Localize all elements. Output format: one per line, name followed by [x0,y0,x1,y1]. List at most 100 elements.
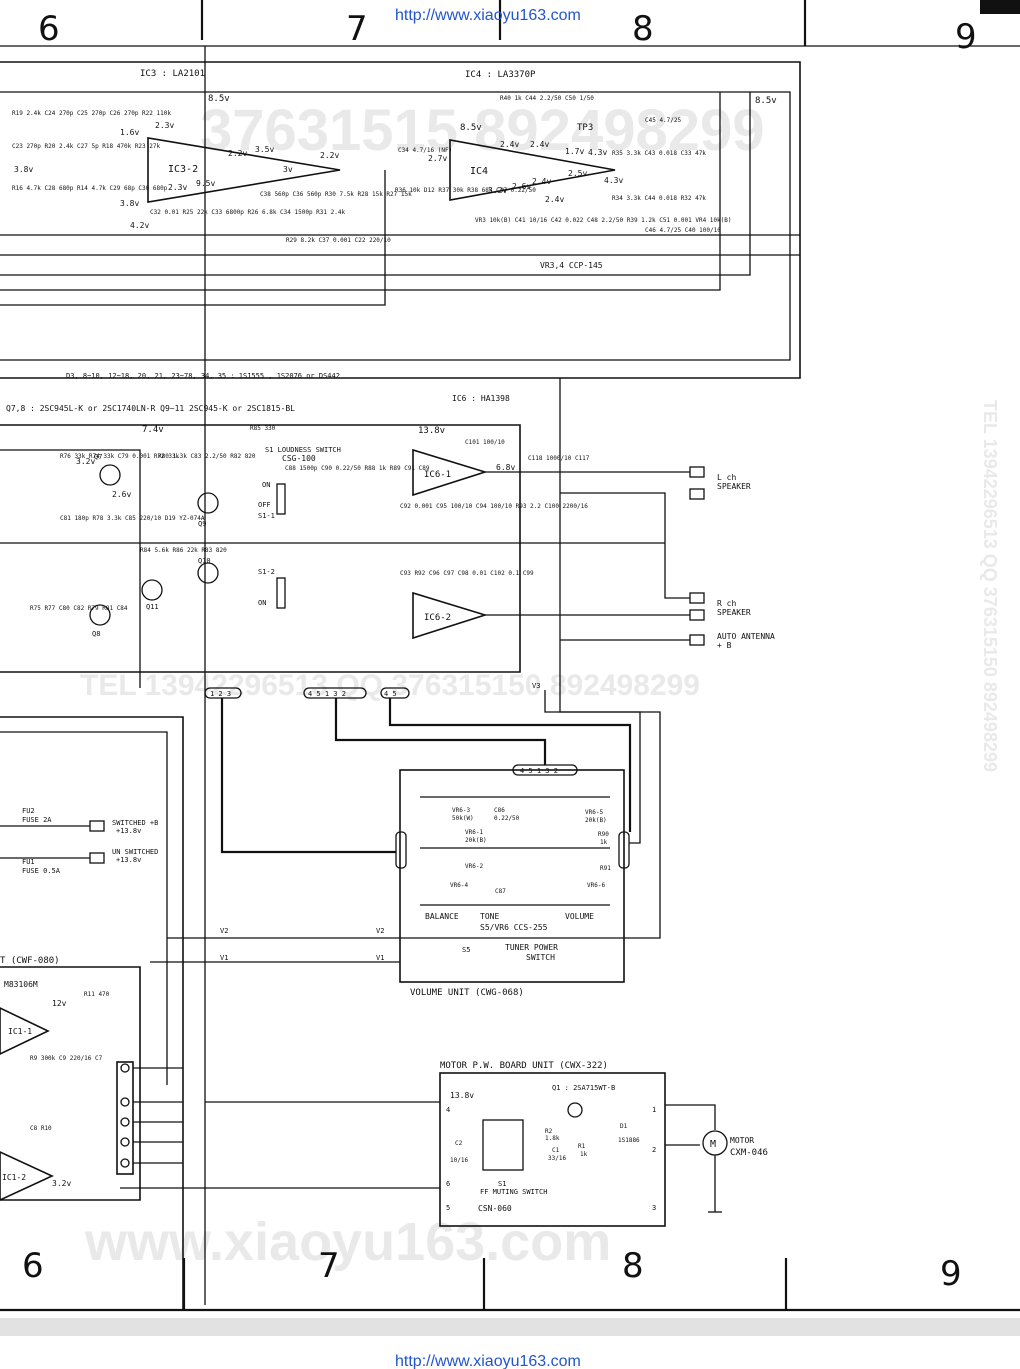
part-labels: Q11 [146,603,159,611]
corner-mark [980,0,1020,14]
part-labels: R90 [598,831,609,838]
grid-bottom-9: 9 [940,1254,962,1294]
voltage-label: 2.7v [428,154,447,163]
part-labels: 50k(W) [452,815,474,822]
part-labels: R2 [545,1128,553,1135]
rch-speaker-connector [689,609,705,621]
part-labels: R75 R77 C80 C82 R79 R81 C84 [30,605,128,612]
wire [0,449,141,688]
cwf-title: T (CWF-080) [0,956,60,966]
vr-note: VR3,4 CCP-145 [540,261,603,270]
part-labels: 20k(B) [585,817,607,824]
tuner-switch-label: SWITCH [526,953,555,962]
voltage-label: 12v [52,999,67,1008]
voltage-label: 2.2v [228,149,247,158]
voltage-label: 4.3v [588,148,607,157]
rch-speaker-label: SPEAKER [717,608,751,617]
part-labels: R19 2.4k C24 270p C25 270p C26 270p R22 … [12,110,171,117]
tuner-label: TUNER POWER [505,943,558,952]
q1-transistor [567,1102,583,1118]
part-labels: R35 3.3k C43 0.018 C33 47k [612,150,706,157]
diode-note: D3, 8~10, 12~18, 20, 21, 23~78, 34, 35 :… [66,372,340,380]
s5-part: S5/VR6 CCS-255 [480,923,548,932]
loudness-title: S1 LOUDNESS SWITCH [265,446,341,454]
supply-rail [0,91,791,361]
connector-vol-right [618,831,630,869]
voltage-label: 2.4v [530,140,549,149]
fu1-value: FUSE 0.5A [22,867,61,875]
pin [120,1158,130,1168]
part-labels: VR6-3 [452,807,470,814]
s5-label: S5 [462,946,470,954]
part-labels: R34 3.3k C44 0.018 R32 47k [612,195,706,202]
part-labels: 2 [652,1146,656,1154]
wire [560,492,690,599]
fuse-connector [89,820,105,832]
tone-label: TONE [480,912,499,921]
part-labels: C93 R92 C96 C97 C98 0.01 C102 0.1 C99 [400,570,534,577]
part-labels: 10/16 [450,1157,468,1164]
board-border-cwf [0,966,141,1201]
rch-label: R ch [717,599,736,608]
watermark-site: www.xiaoyu163.com [84,1212,611,1272]
part-labels: R1 [578,1143,586,1150]
ic6-title: IC6 : HA1398 [452,394,510,403]
part-labels: Q8 [92,630,100,638]
voltage-label: 2.6v [112,490,131,499]
part-labels: 4 [446,1106,450,1114]
part-labels: C38 560p C36 560p R30 7.5k R28 15k R27 1… [260,191,412,198]
part-labels: C86 [494,807,505,814]
voltage-label: 4.2v [130,221,149,230]
voltage-label: 9.5v [196,179,215,188]
motor-voltage: 13.8v [450,1091,474,1100]
csn-label: CSN-060 [478,1204,512,1213]
rch-speaker-connector [689,592,705,604]
watermark-vertical: TEL 13942296513 QQ 376315150 892498299 [980,400,1000,772]
loudness-switch-body [276,577,286,609]
part-labels: 6 [446,1180,450,1188]
part-labels: VR6-6 [587,882,605,889]
part-labels: V2 [376,927,384,935]
part-labels: C32 0.01 R25 22k C33 6800p R26 6.8k C34 … [150,209,345,216]
part-labels: R29 8.2k C37 0.001 C22 220/10 [286,237,391,244]
volume-label: VOLUME [565,912,594,921]
fu1-label: FU1 [22,858,35,866]
part-labels: VR6-4 [450,882,468,889]
part-labels: 1.8k [545,1135,560,1142]
voltage-label: 2.3v [155,121,174,130]
unswitched-label: UN SWITCHED [112,848,158,856]
loudness-on: ON [262,481,270,489]
voltage-label: 3.2v [52,1179,71,1188]
voltage-label: 8.5v [460,123,482,133]
part-labels: R40 1k C44 2.2/50 C50 1/50 [500,95,594,102]
part-labels: 0.22/50 [494,815,520,822]
voltage-label: 2.6v [512,182,531,191]
voltage-label: 3v [283,165,293,174]
antenna-b-label: + B [717,641,732,650]
source-url-top[interactable]: http://www.xiaoyu163.com [395,7,581,24]
voltage-label: 2.5v [568,169,587,178]
ic4-amplifier [449,139,616,201]
source-url-bottom[interactable]: http://www.xiaoyu163.com [395,1353,581,1369]
ic6-1-amplifier [412,448,488,497]
motor-letter: M [710,1139,716,1150]
ic1-1-amplifier [0,1007,50,1055]
part-labels: VR3 10k(B) C41 10/16 C42 0.022 C48 2.2/5… [475,217,731,224]
part-labels: VR6-1 [465,829,483,836]
ff-label: FF MUTING SWITCH [480,1188,547,1196]
voltage-label: 3.2v [76,457,95,466]
part-labels: Q9 [198,520,206,528]
fu2-label: FU2 [22,807,35,815]
part-labels: V1 [376,954,384,962]
connector-strip [116,1061,134,1175]
voltage-label: 6.8v [496,463,515,472]
ic3-title: IC3 : LA2101 [140,69,205,79]
loudness-part: CSG-100 [282,454,316,463]
grid-top-9: 9 [955,17,977,57]
fu2-value: FUSE 2A [22,816,52,824]
part-labels: 4 5 1 3 2 [308,690,346,698]
lch-speaker-connector [689,466,705,478]
part-labels: 1k [580,1151,588,1158]
part-labels: C34 4.7/16 (NF) [398,147,452,154]
